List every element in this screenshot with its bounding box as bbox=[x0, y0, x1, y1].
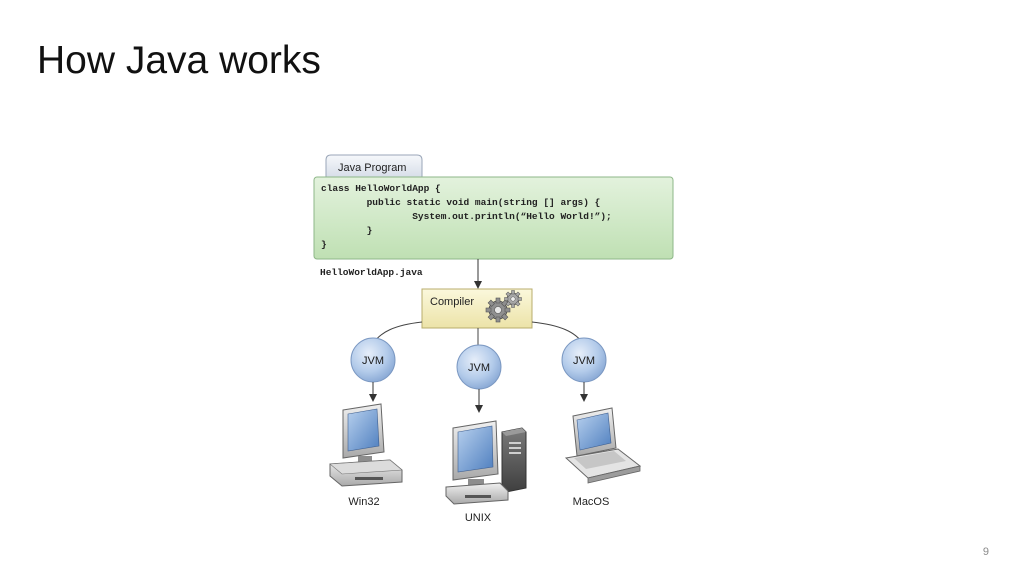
jvm-node-win32: JVM bbox=[350, 337, 396, 383]
jvm-node-macos: JVM bbox=[561, 337, 607, 383]
compiler-label: Compiler bbox=[430, 296, 474, 308]
code-line: } bbox=[321, 225, 372, 236]
page-number: 9 bbox=[982, 546, 989, 558]
source-filename: HelloWorldApp.java bbox=[320, 267, 423, 278]
java-program-tab: Java Program bbox=[325, 154, 423, 179]
code-line: } bbox=[321, 239, 327, 250]
slide-title: How Java works bbox=[37, 39, 321, 82]
code-line: public static void main(string [] args) … bbox=[321, 197, 600, 208]
gears-icon bbox=[485, 290, 522, 323]
platform-label-unix: UNIX bbox=[465, 512, 492, 524]
code-line: class HelloWorldApp { bbox=[321, 183, 441, 194]
laptop-computer-icon bbox=[564, 407, 642, 484]
jvm-node-unix: JVM bbox=[456, 344, 502, 390]
jvm-label: JVM bbox=[468, 362, 490, 374]
jvm-label: JVM bbox=[573, 355, 595, 367]
platform-label-win32: Win32 bbox=[348, 496, 379, 508]
platform-label-macos: MacOS bbox=[573, 496, 610, 508]
desktop-computer-icon bbox=[329, 403, 403, 487]
java-source-code-box: class HelloWorldApp { public static void… bbox=[313, 176, 674, 260]
java-program-tab-label: Java Program bbox=[338, 162, 406, 174]
workstation-computer-icon bbox=[445, 420, 527, 505]
compiler-box: Compiler bbox=[421, 288, 533, 329]
jvm-label: JVM bbox=[362, 355, 384, 367]
code-line: System.out.println(“Hello World!”); bbox=[321, 211, 612, 222]
